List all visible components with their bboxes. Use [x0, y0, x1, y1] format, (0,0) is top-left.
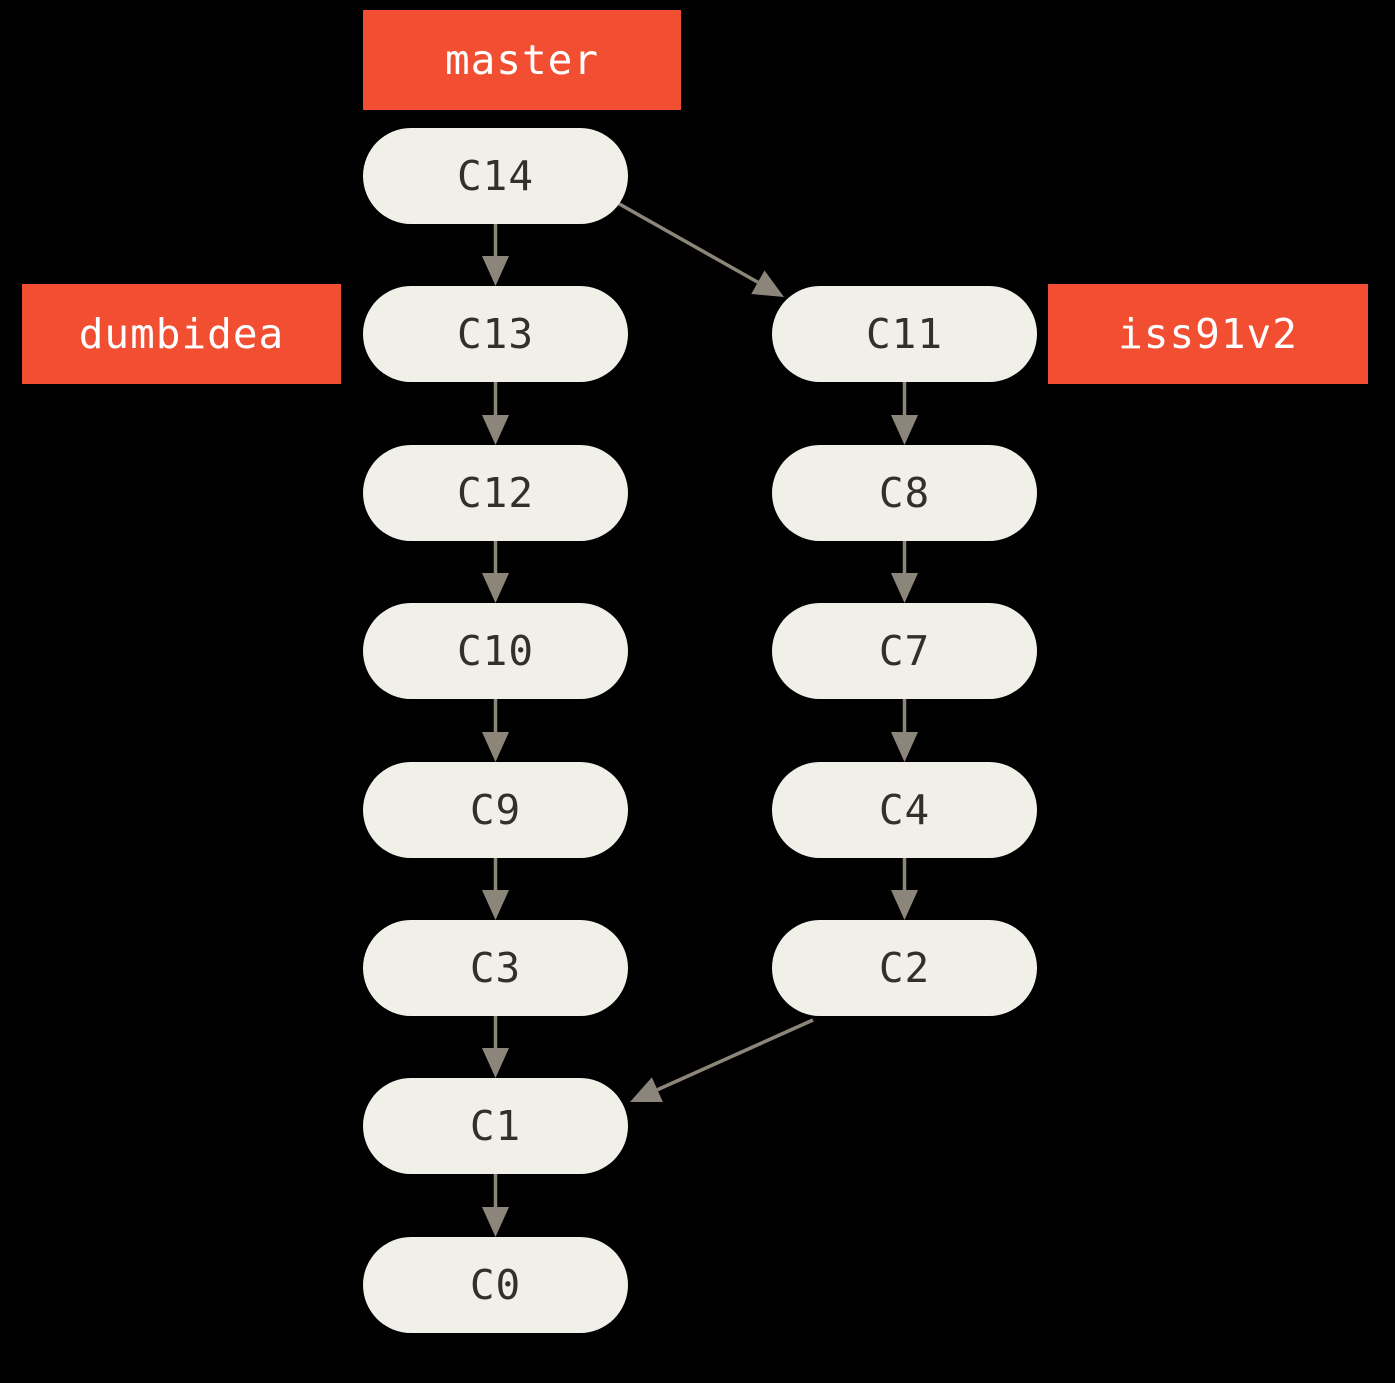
commit-node-text: C3 [469, 944, 522, 992]
commit-node-text: C10 [456, 627, 535, 675]
branch-label-text: dumbidea [78, 310, 285, 358]
arrowhead-icon [891, 415, 918, 445]
commit-node-text: C1 [469, 1102, 522, 1150]
branch-label-text: iss91v2 [1118, 310, 1298, 358]
arrowhead-icon [482, 256, 509, 286]
commit-node-text: C4 [878, 786, 931, 834]
edge-c12-c10 [482, 541, 509, 603]
commit-node-c1: C1 [363, 1078, 628, 1174]
arrowhead-icon [482, 1048, 509, 1078]
commit-node-c11: C11 [772, 286, 1037, 382]
commit-node-text: C8 [878, 469, 931, 517]
edge-c3-c1 [482, 1016, 509, 1078]
commit-node-c9: C9 [363, 762, 628, 858]
branch-label-iss91v2: iss91v2 [1048, 284, 1368, 384]
commit-node-c3: C3 [363, 920, 628, 1016]
commit-node-text: C0 [469, 1261, 522, 1309]
edge-c11-c8 [891, 382, 918, 445]
edge-c7-c4 [891, 699, 918, 762]
branch-label-master: master [363, 10, 681, 110]
commit-node-text: C14 [456, 152, 535, 200]
arrowhead-icon [891, 890, 918, 920]
arrowhead-icon [630, 1077, 663, 1103]
arrowhead-icon [751, 270, 784, 297]
edge-line [613, 199, 759, 284]
arrowhead-icon [482, 732, 509, 762]
commit-node-c2: C2 [772, 920, 1037, 1016]
commit-node-c0: C0 [363, 1237, 628, 1333]
commit-node-text: C13 [456, 310, 535, 358]
commit-node-text: C11 [865, 310, 944, 358]
arrowhead-icon [891, 573, 918, 603]
commit-node-c7: C7 [772, 603, 1037, 699]
edge-c10-c9 [482, 699, 509, 762]
edge-c14-c11 [613, 199, 784, 297]
commit-node-c4: C4 [772, 762, 1037, 858]
edge-c4-c2 [891, 858, 918, 920]
arrowhead-icon [482, 1207, 509, 1237]
commit-node-text: C7 [878, 627, 931, 675]
branch-label-dumbidea: dumbidea [22, 284, 341, 384]
edge-c1-c0 [482, 1174, 509, 1237]
edge-c14-c13 [482, 224, 509, 286]
arrowhead-icon [482, 890, 509, 920]
edge-line [656, 1018, 814, 1092]
commit-node-c13: C13 [363, 286, 628, 382]
commit-node-text: C9 [469, 786, 522, 834]
edge-c13-c12 [482, 382, 509, 445]
commit-node-c8: C8 [772, 445, 1037, 541]
arrowhead-icon [482, 415, 509, 445]
arrowhead-icon [891, 732, 918, 762]
edge-c2-c1 [630, 1018, 814, 1103]
edge-c8-c7 [891, 541, 918, 603]
edge-c9-c3 [482, 858, 509, 920]
commit-node-c12: C12 [363, 445, 628, 541]
commit-node-text: C12 [456, 469, 535, 517]
branch-label-text: master [444, 36, 600, 84]
arrowhead-icon [482, 573, 509, 603]
commit-node-c14: C14 [363, 128, 628, 224]
commit-node-text: C2 [878, 944, 931, 992]
commit-node-c10: C10 [363, 603, 628, 699]
